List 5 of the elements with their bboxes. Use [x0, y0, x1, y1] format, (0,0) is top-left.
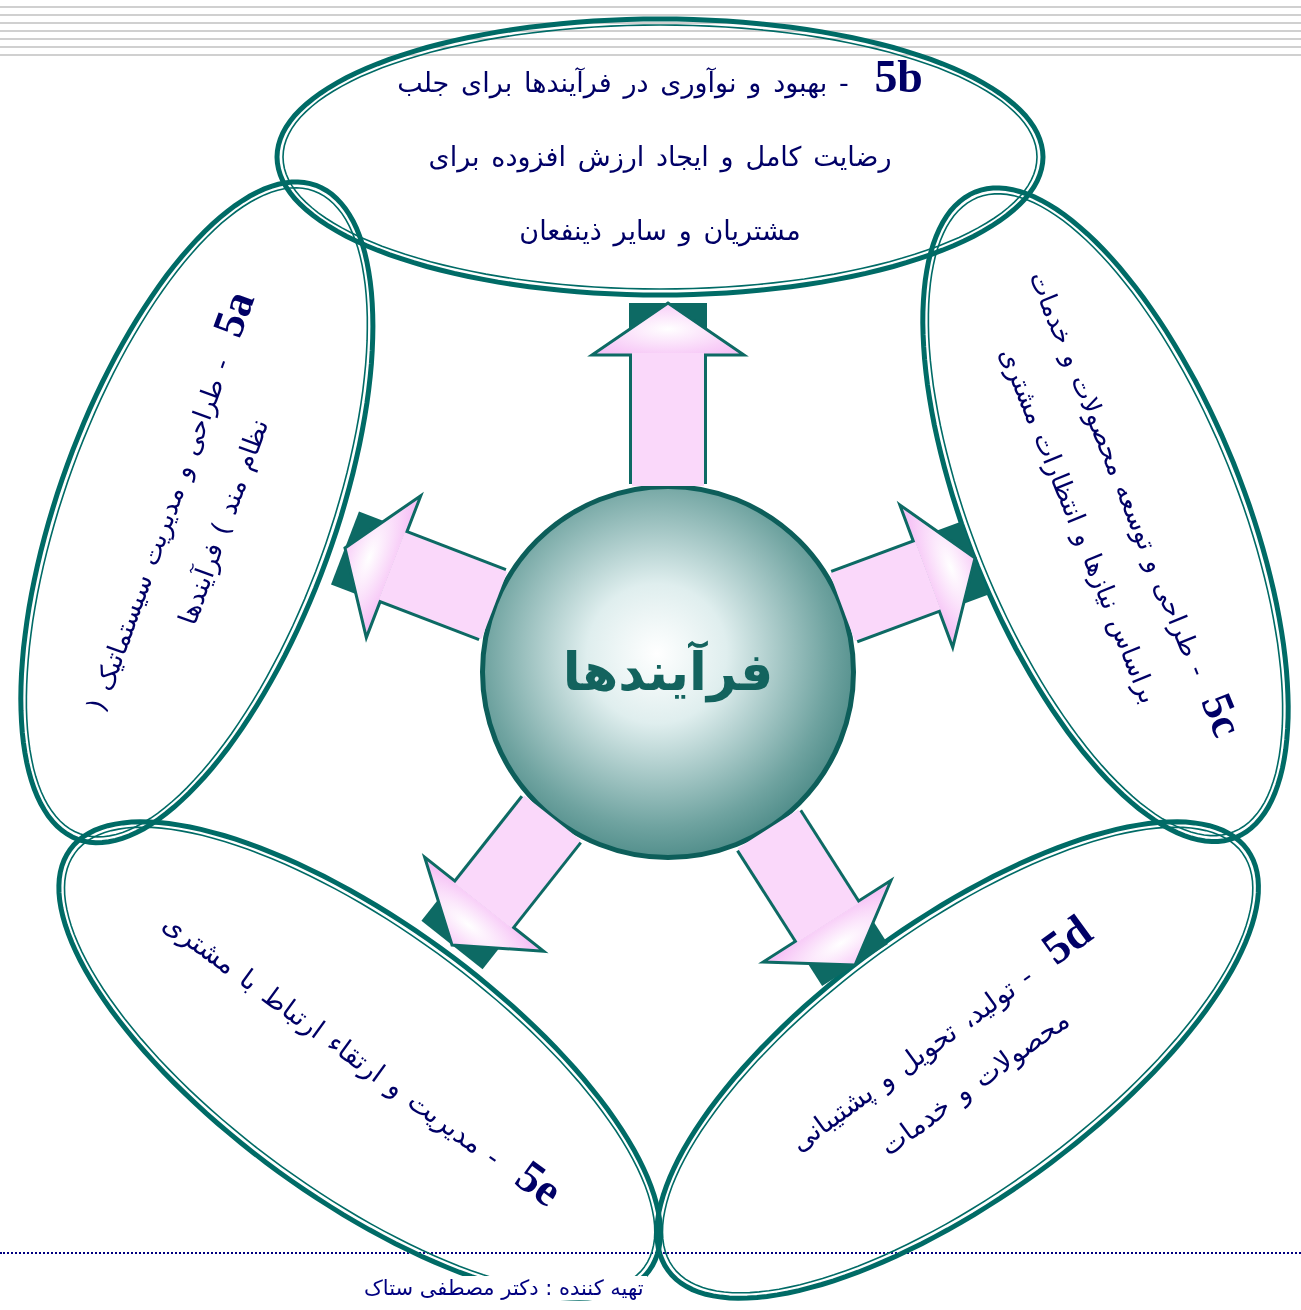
block-arrow: [590, 301, 746, 484]
block-arrow: [331, 494, 507, 641]
block-arrow: [421, 795, 582, 970]
block-arrow: [736, 809, 893, 986]
center-label: فرآیندها: [562, 642, 774, 702]
